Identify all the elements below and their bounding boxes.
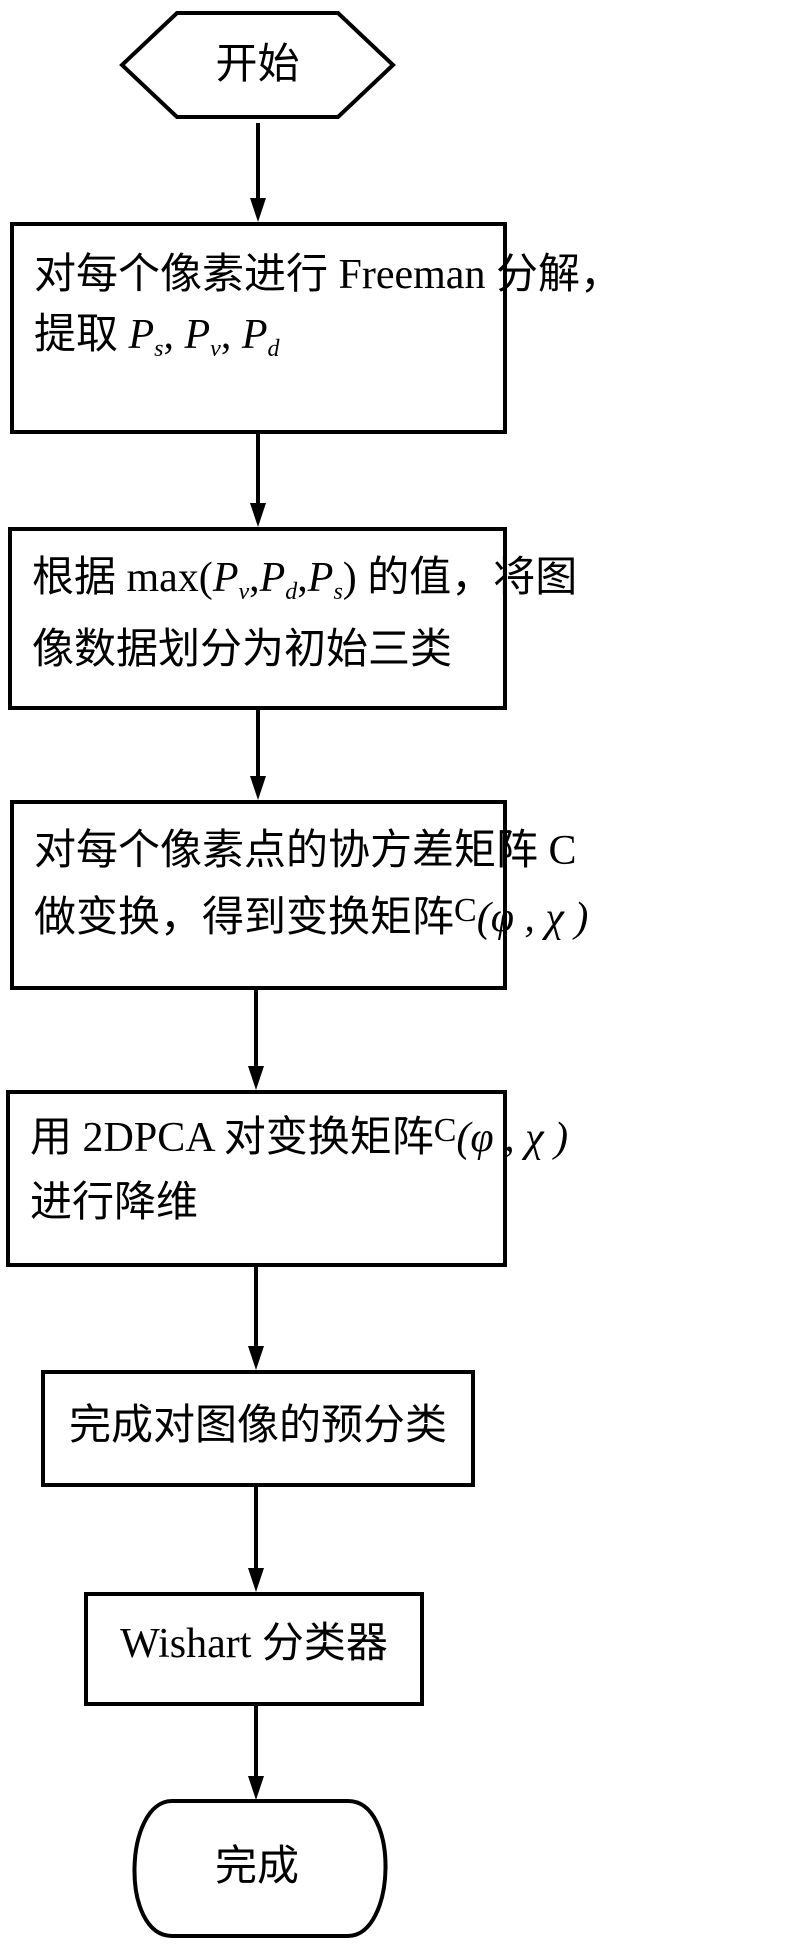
step3-line2-prefix: 做变换，得到变换矩阵: [34, 895, 455, 941]
step4-line1-prefix: 用 2DPCA 对变换矩阵: [30, 1115, 434, 1161]
step2-line2: 像数据划分为初始三类: [32, 627, 453, 673]
arrow-step4-to-step5: [248, 1267, 264, 1370]
matrix-symbol-c: C: [433, 1112, 457, 1149]
end-label: 完成: [214, 1844, 299, 1890]
step2-line1: 根据 max(Pv,Pd,Ps) 的值，将图: [32, 555, 578, 605]
subscript-s: s: [333, 579, 343, 605]
arrow-step1-to-step2: [250, 434, 266, 527]
arrow-step6-to-end: [248, 1702, 264, 1800]
subscript-d: d: [267, 336, 280, 362]
step1-line1: 对每个像素进行 Freeman 分解，: [34, 252, 622, 298]
end-node: 完成: [132, 1801, 382, 1936]
symbol-p: P: [184, 312, 211, 358]
step5-label: 完成对图像的预分类: [68, 1403, 447, 1449]
arrow-step3-to-step4: [248, 990, 264, 1090]
separator: ,: [163, 312, 175, 358]
start-label: 开始: [215, 42, 300, 88]
step2-box: 根据 max(Pv,Pd,Ps) 的值，将图 像数据划分为初始三类: [8, 527, 577, 710]
step3-line1: 对每个像素点的协方差矩阵 C: [34, 828, 577, 874]
end-terminal-shape: [132, 1799, 388, 1938]
start-node: 开始: [122, 13, 393, 117]
symbol-p: P: [241, 312, 268, 358]
matrix-symbol-c: C: [454, 892, 477, 929]
step1-line2: 提取 Ps, Pv, Pd: [34, 302, 279, 369]
step2-line1-prefix: 根据 max(: [32, 555, 213, 601]
symbol-p: P: [307, 555, 334, 601]
step6-box: Wishart 分类器: [84, 1592, 424, 1706]
matrix-args: (φ , χ ): [476, 895, 589, 941]
start-hexagon: [119, 11, 396, 119]
symbol-p: P: [212, 555, 239, 601]
arrow-step2-to-step3: [250, 710, 266, 800]
step3-line2: 做变换，得到变换矩阵C(φ , χ ): [34, 884, 588, 952]
step3-box: 对每个像素点的协方差矩阵 C 做变换，得到变换矩阵C(φ , χ ): [10, 800, 588, 990]
step4-box: 用 2DPCA 对变换矩阵C(φ , χ ) 进行降维: [6, 1090, 568, 1267]
symbol-p: P: [128, 312, 155, 358]
matrix-args: (φ , χ ): [456, 1115, 569, 1161]
subscript-s: s: [154, 336, 164, 362]
arrow-start-to-step1: [250, 123, 266, 222]
step2-line1-suffix: ) 的值，将图: [342, 555, 578, 601]
symbol-p: P: [259, 555, 286, 601]
step4-line1: 用 2DPCA 对变换矩阵C(φ , χ ): [30, 1104, 568, 1172]
step1-box: 对每个像素进行 Freeman 分解， 提取 Ps, Pv, Pd: [10, 222, 622, 434]
step1-line2-prefix: 提取: [34, 312, 119, 358]
step5-box: 完成对图像的预分类: [41, 1370, 475, 1487]
step4-line2: 进行降维: [30, 1180, 199, 1226]
arrow-step5-to-step6: [248, 1487, 264, 1592]
subscript-v: v: [210, 336, 221, 362]
subscript-d: d: [285, 579, 298, 605]
step6-label: Wishart 分类器: [120, 1621, 388, 1667]
separator: ,: [220, 312, 232, 358]
subscript-v: v: [238, 579, 250, 605]
